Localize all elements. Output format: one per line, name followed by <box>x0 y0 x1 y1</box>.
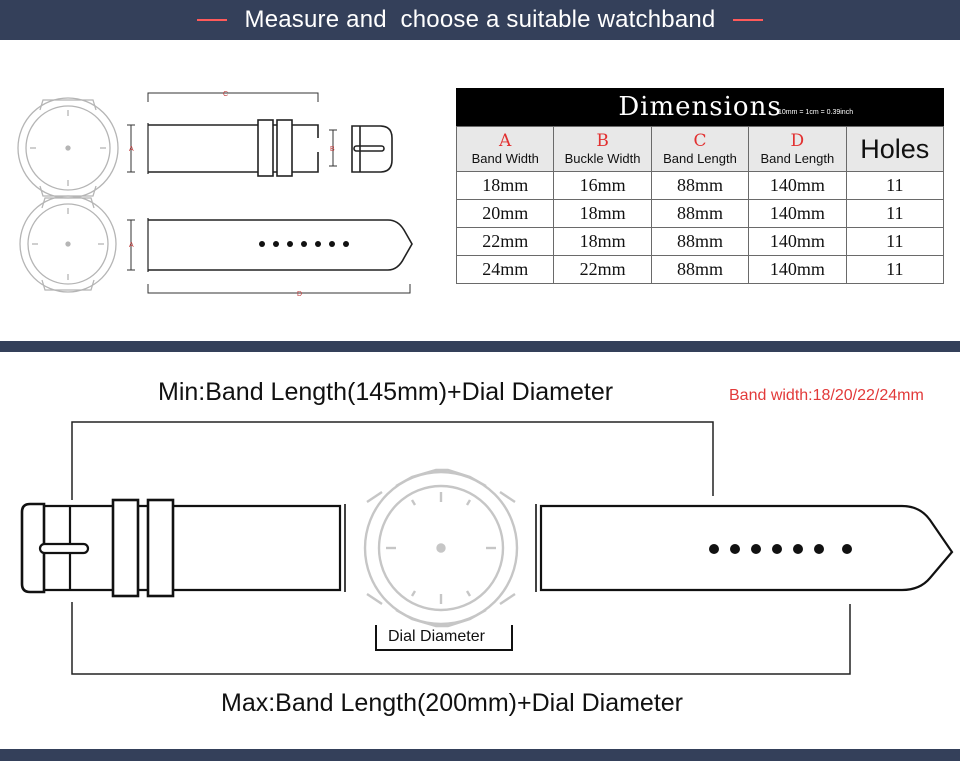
table-cell: 11 <box>845 171 945 200</box>
column-letter: D <box>790 131 805 151</box>
table-cell: 140mm <box>748 199 847 228</box>
min-length-label: Min:Band Length(145mm)+Dial Diameter <box>158 378 614 406</box>
watch-strap-icon <box>535 504 954 592</box>
strap-measure-diagram: C A B A D <box>17 91 413 298</box>
column-label: Band Width <box>471 151 539 166</box>
letter-a: A <box>129 146 134 153</box>
table-cell: 22mm <box>553 255 652 284</box>
table-row: 22mm 18mm 88mm 140mm 11 <box>455 227 945 256</box>
table-cell: 18mm <box>455 171 555 200</box>
table-cell: 140mm <box>748 255 847 284</box>
watch-strap-icon <box>147 119 319 177</box>
column-label: Buckle Width <box>564 151 641 166</box>
title-dash-right <box>733 19 764 21</box>
column-label: Band Length <box>760 151 835 166</box>
buckle-icon <box>351 125 393 173</box>
dimensions-title-bar: Dimensions 10mm = 1cm = 0.39inch <box>456 88 944 126</box>
table-cell: 140mm <box>748 227 847 256</box>
column-header-band-width: A Band Width <box>455 126 555 172</box>
max-length-label: Max:Band Length(200mm)+Dial Diameter <box>221 689 684 717</box>
watch-face-icon <box>17 97 119 199</box>
table-cell: 18mm <box>553 199 652 228</box>
band-width-label: Band width:18/20/22/24mm <box>729 387 924 404</box>
table-cell: 88mm <box>650 199 750 228</box>
table-cell: 88mm <box>650 171 750 200</box>
letter-c: C <box>223 91 228 98</box>
table-cell: 24mm <box>455 255 555 284</box>
dial-diameter-label: Dial Diameter <box>388 628 485 645</box>
column-letter: A <box>499 131 512 151</box>
footer-bar <box>0 749 960 761</box>
dimensions-table: A Band Width B Buckle Width C Band Lengt… <box>455 126 945 284</box>
letter-d: D <box>297 291 302 298</box>
table-header-row: A Band Width B Buckle Width C Band Lengt… <box>455 126 945 172</box>
wrist-size-diagram <box>20 421 954 675</box>
column-header-band-length-c: C Band Length <box>650 126 750 172</box>
column-letter: C <box>693 131 707 151</box>
watch-face-icon <box>363 468 519 628</box>
column-header-band-length-d: D Band Length <box>748 126 847 172</box>
column-label: Holes <box>860 133 930 164</box>
page-title-text: Measure and choose a suitable watchband <box>244 6 716 33</box>
table-cell: 20mm <box>455 199 555 228</box>
table-cell: 88mm <box>650 255 750 284</box>
column-letter: B <box>596 131 609 151</box>
table-cell: 11 <box>845 199 945 228</box>
letter-a-lower: A <box>129 242 134 249</box>
table-row: 18mm 16mm 88mm 140mm 11 <box>455 171 945 200</box>
dimensions-table-panel: Dimensions 10mm = 1cm = 0.39inch A Band … <box>455 88 945 284</box>
table-row: 20mm 18mm 88mm 140mm 11 <box>455 199 945 228</box>
title-dash-left <box>196 19 227 21</box>
unit-note: 10mm = 1cm = 0.39inch <box>778 109 854 116</box>
watch-face-icon <box>19 195 117 293</box>
table-cell: 22mm <box>455 227 555 256</box>
table-row: 24mm 22mm 88mm 140mm 11 <box>455 255 945 284</box>
dimensions-title: Dimensions <box>618 92 782 122</box>
section-divider <box>0 341 960 352</box>
table-cell: 11 <box>845 255 945 284</box>
column-label: Band Length <box>663 151 737 166</box>
watch-strap-icon <box>147 218 413 272</box>
page-title: Measure and choose a suitable watchband <box>0 0 960 40</box>
header-bar <box>0 0 960 40</box>
table-cell: 11 <box>845 227 945 256</box>
table-cell: 88mm <box>650 227 750 256</box>
dial-diameter-bracket <box>375 625 513 651</box>
column-header-buckle-width: B Buckle Width <box>553 126 652 172</box>
watch-strap-icon <box>20 498 346 598</box>
table-cell: 18mm <box>553 227 652 256</box>
table-cell: 16mm <box>553 171 652 200</box>
table-cell: 140mm <box>748 171 847 200</box>
letter-b: B <box>330 146 335 153</box>
column-header-holes: Holes <box>845 126 945 172</box>
